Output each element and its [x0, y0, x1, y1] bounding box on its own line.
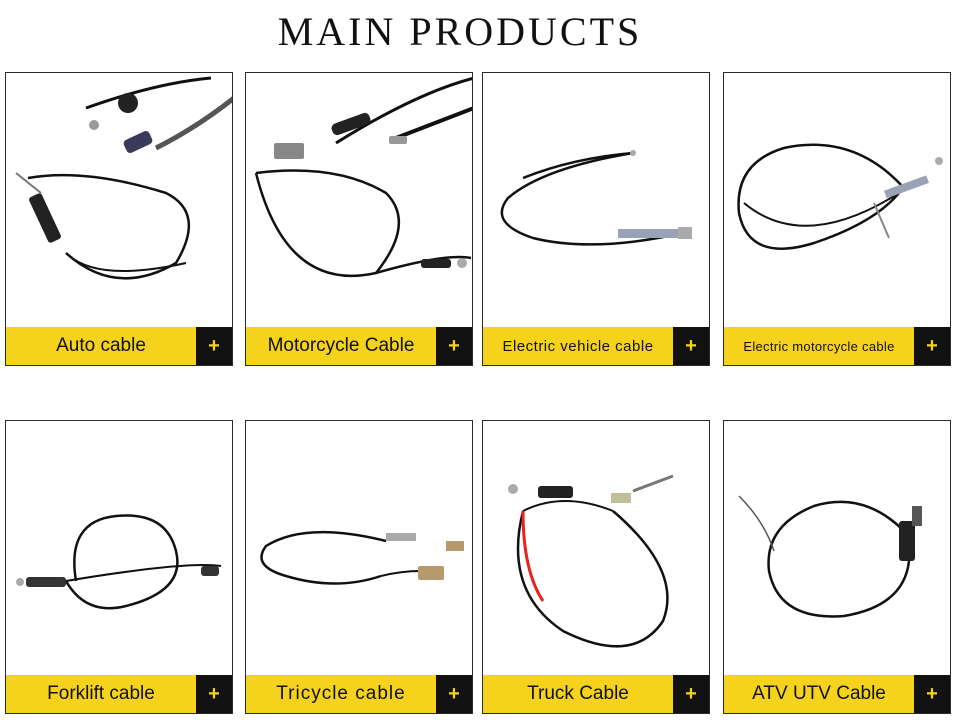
product-label[interactable]: Forklift cable	[47, 683, 155, 704]
more-button[interactable]: +	[673, 327, 709, 365]
product-label[interactable]: Motorcycle Cable	[267, 335, 415, 356]
product-card-tricycle-cable[interactable]: Tricycle cable +	[245, 420, 473, 714]
auto-cable-image	[15, 76, 232, 280]
more-button[interactable]: +	[914, 327, 950, 365]
truck-cable-image	[508, 474, 674, 648]
more-button[interactable]: +	[436, 327, 472, 365]
more-button[interactable]: +	[914, 675, 950, 713]
label-bar: Electric motorcycle cable +	[724, 327, 950, 365]
electric-vehicle-cable-image	[500, 150, 692, 246]
product-card-motorcycle-cable[interactable]: Motorcycle Cable +	[245, 72, 473, 366]
product-label[interactable]: Electric motorcycle cable	[743, 338, 895, 354]
product-card-electric-motorcycle-cable[interactable]: Electric motorcycle cable +	[723, 72, 951, 366]
page-title: MAIN PRODUCTS	[277, 9, 643, 54]
atv-utv-cable-image	[738, 495, 922, 618]
electric-motorcycle-cable-image	[737, 143, 943, 250]
product-card-forklift-cable[interactable]: Forklift cable +	[5, 420, 233, 714]
product-label[interactable]: ATV UTV Cable	[752, 683, 886, 704]
product-label[interactable]: Truck Cable	[527, 683, 629, 704]
product-card-atv-utv-cable[interactable]: ATV UTV Cable +	[723, 420, 951, 714]
label-bar: ATV UTV Cable +	[724, 675, 950, 713]
product-card-truck-cable[interactable]: Truck Cable +	[482, 420, 710, 714]
more-button[interactable]: +	[196, 675, 232, 713]
product-label[interactable]: Electric vehicle cable	[502, 337, 654, 355]
product-card-electric-vehicle-cable[interactable]: Electric vehicle cable +	[482, 72, 710, 366]
product-label[interactable]: Tricycle cable	[276, 683, 406, 704]
label-bar: Truck Cable +	[483, 675, 709, 713]
product-card-auto-cable[interactable]: Auto cable +	[5, 72, 233, 366]
more-button[interactable]: +	[436, 675, 472, 713]
label-bar: Electric vehicle cable +	[483, 327, 709, 365]
label-bar: Tricycle cable +	[246, 675, 472, 713]
tricycle-cable-image	[260, 530, 464, 585]
label-bar: Auto cable +	[6, 327, 232, 365]
product-label[interactable]: Auto cable	[56, 335, 146, 356]
more-button[interactable]: +	[196, 327, 232, 365]
more-button[interactable]: +	[673, 675, 709, 713]
label-bar: Forklift cable +	[6, 675, 232, 713]
forklift-cable-image	[16, 514, 222, 610]
motorcycle-cable-image	[254, 76, 472, 278]
label-bar: Motorcycle Cable +	[246, 327, 472, 365]
